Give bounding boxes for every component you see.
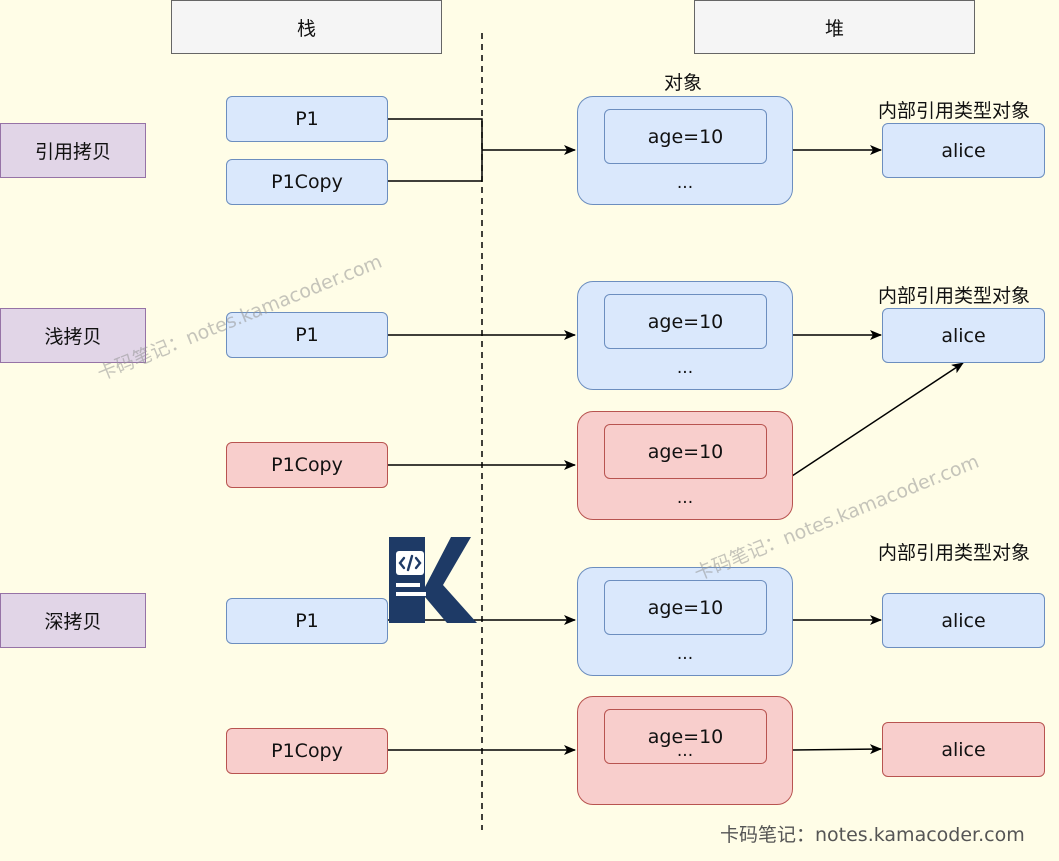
stack-header-label: 栈 (296, 17, 316, 40)
heap-object-shallow-original: age=10 ... (577, 281, 793, 390)
field-label: age=10 (647, 596, 724, 619)
var-p1-deep: P1 (226, 598, 388, 644)
field-age: age=10 (604, 109, 767, 164)
var-label: P1 (295, 610, 319, 632)
field-label: age=10 (647, 310, 724, 333)
ref-object-alice-deep-copy: alice (882, 722, 1045, 777)
heap-object-reference: age=10 ... (577, 96, 793, 205)
ref-object-alice-deep-original: alice (882, 593, 1045, 648)
arrow-copy-to-shared-alice-shallow (791, 362, 964, 477)
var-p1copy-deep: P1Copy (226, 728, 388, 774)
ref-value-label: alice (941, 738, 986, 761)
var-label: P1 (295, 324, 319, 346)
category-label: 引用拷贝 (34, 141, 111, 163)
var-p1-shallow: P1 (226, 312, 388, 358)
stack-header: 栈 (171, 0, 442, 54)
ref-object-alice-shallow: alice (882, 308, 1045, 363)
field-label: age=10 (647, 725, 724, 748)
heap-object-deep-original: age=10 ... (577, 567, 793, 676)
more-fields: ... (676, 173, 694, 193)
object-label: 对象 (664, 72, 703, 94)
inner-ref-label-deep: 内部引用类型对象 (878, 542, 1031, 564)
var-label: P1Copy (271, 740, 343, 762)
more-fields: ... (676, 488, 694, 508)
var-p1-reference: P1 (226, 96, 388, 142)
footer-credit: 卡码笔记：notes.kamacoder.com (720, 824, 1025, 846)
ref-value-label: alice (941, 139, 986, 162)
category-shallow-copy: 浅拷贝 (0, 308, 146, 363)
arrow-p1copy-to-shared-object (388, 150, 483, 182)
arrow-copy-to-alice-copy-deep (792, 744, 882, 755)
field-age: age=10 (604, 580, 767, 635)
category-deep-copy: 深拷贝 (0, 593, 146, 648)
category-label: 浅拷贝 (44, 326, 102, 348)
ref-value-label: alice (941, 324, 986, 347)
category-reference-copy: 引用拷贝 (0, 123, 146, 178)
kamacoder-logo-icon (389, 537, 477, 623)
field-label: age=10 (647, 440, 724, 463)
more-fields: ... (676, 741, 694, 761)
more-fields: ... (676, 644, 694, 664)
ref-value-label: alice (941, 609, 986, 632)
inner-ref-label-reference: 内部引用类型对象 (878, 100, 1031, 122)
field-age: age=10 (604, 294, 767, 349)
ref-object-alice-reference: alice (882, 123, 1045, 178)
var-label: P1 (295, 108, 319, 130)
category-label: 深拷贝 (44, 611, 102, 633)
heap-header: 堆 (694, 0, 975, 54)
inner-ref-label-shallow: 内部引用类型对象 (878, 285, 1031, 307)
field-age: age=10 (604, 424, 767, 479)
var-p1copy-reference: P1Copy (226, 159, 388, 205)
field-label: age=10 (647, 125, 724, 148)
heap-object-shallow-copy: age=10 ... (577, 411, 793, 520)
field-age: age=10 (604, 709, 767, 764)
var-p1copy-shallow: P1Copy (226, 442, 388, 488)
var-label: P1Copy (271, 171, 343, 193)
var-label: P1Copy (271, 454, 343, 476)
heap-object-deep-copy: age=10 ... (577, 696, 793, 805)
heap-header-label: 堆 (824, 17, 844, 40)
more-fields: ... (676, 358, 694, 378)
arrow-p1-to-shared-object (388, 118, 483, 150)
